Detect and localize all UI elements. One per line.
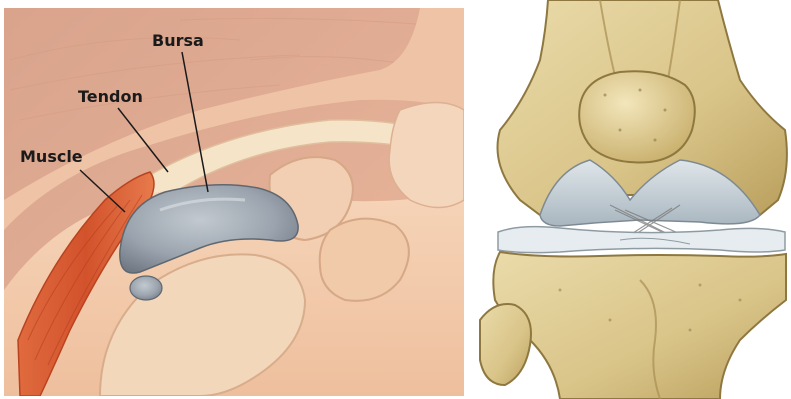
tendon-label: Tendon — [78, 87, 143, 106]
bursa-label: Bursa — [152, 31, 204, 50]
small-bursa — [130, 276, 162, 300]
fibula-head — [480, 304, 531, 385]
knee-joint-panel — [480, 0, 787, 399]
muscle-label: Muscle — [20, 147, 83, 166]
clavicle-end — [389, 103, 464, 208]
bursa-diagram-panel — [4, 8, 464, 396]
tibia — [493, 252, 786, 399]
patella — [579, 71, 695, 162]
